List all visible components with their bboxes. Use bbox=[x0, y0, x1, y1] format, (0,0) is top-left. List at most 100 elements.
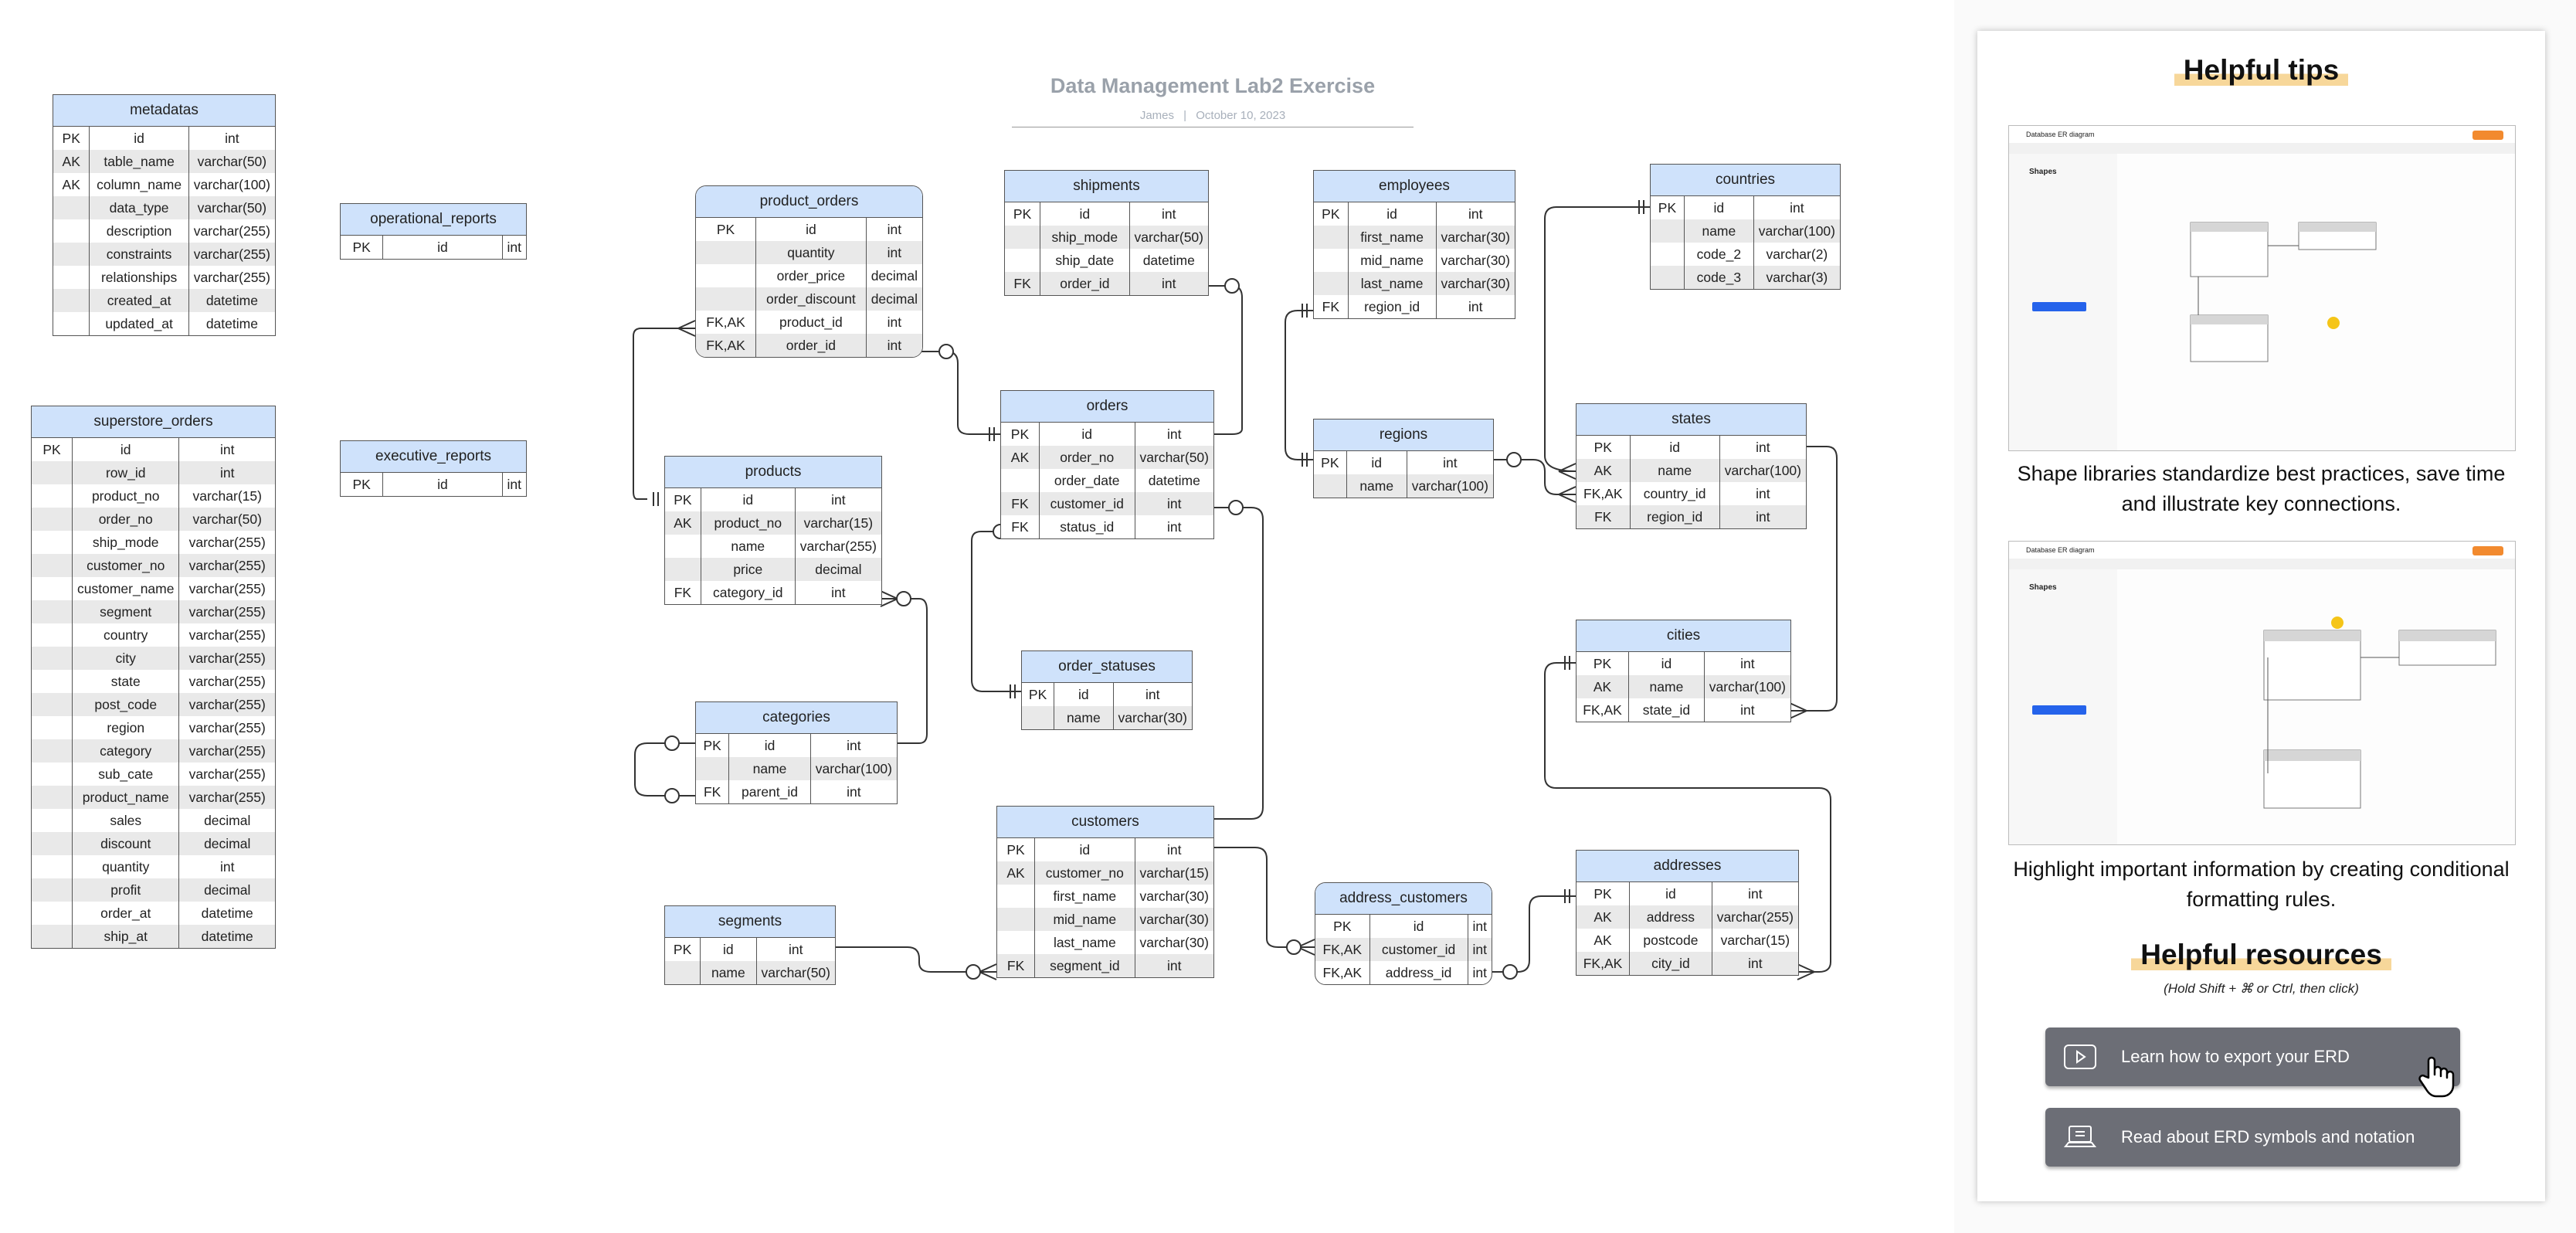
table-header[interactable]: superstore_orders bbox=[32, 406, 275, 438]
table-header[interactable]: cities bbox=[1576, 620, 1790, 652]
table-header[interactable]: metadatas bbox=[53, 95, 275, 127]
table-header[interactable]: product_orders bbox=[696, 186, 922, 218]
table-header[interactable]: states bbox=[1576, 404, 1806, 436]
table-header[interactable]: countries bbox=[1651, 165, 1840, 196]
table-header[interactable]: segments bbox=[665, 906, 835, 938]
table-header[interactable]: shipments bbox=[1005, 171, 1208, 202]
erd-symbols-button[interactable]: Read about ERD symbols and notation bbox=[2045, 1108, 2460, 1167]
diagram-subtitle[interactable]: James | October 10, 2023 bbox=[1012, 109, 1414, 127]
export-erd-button[interactable]: Learn how to export your ERD bbox=[2045, 1028, 2460, 1086]
table-header[interactable]: operational_reports bbox=[341, 204, 526, 236]
table-header[interactable]: executive_reports bbox=[341, 441, 526, 473]
table-header[interactable]: products bbox=[665, 457, 881, 488]
table-header[interactable]: regions bbox=[1314, 419, 1493, 451]
table-header[interactable]: orders bbox=[1001, 391, 1213, 423]
tip-thumbnail-conditional-formatting[interactable]: Database ER diagram Shapes bbox=[2008, 541, 2516, 845]
table-header[interactable]: addresses bbox=[1576, 851, 1798, 882]
table-header[interactable]: customers bbox=[997, 807, 1213, 838]
diagram-canvas[interactable]: Data Management Lab2 Exercise James | Oc… bbox=[0, 0, 1954, 1233]
